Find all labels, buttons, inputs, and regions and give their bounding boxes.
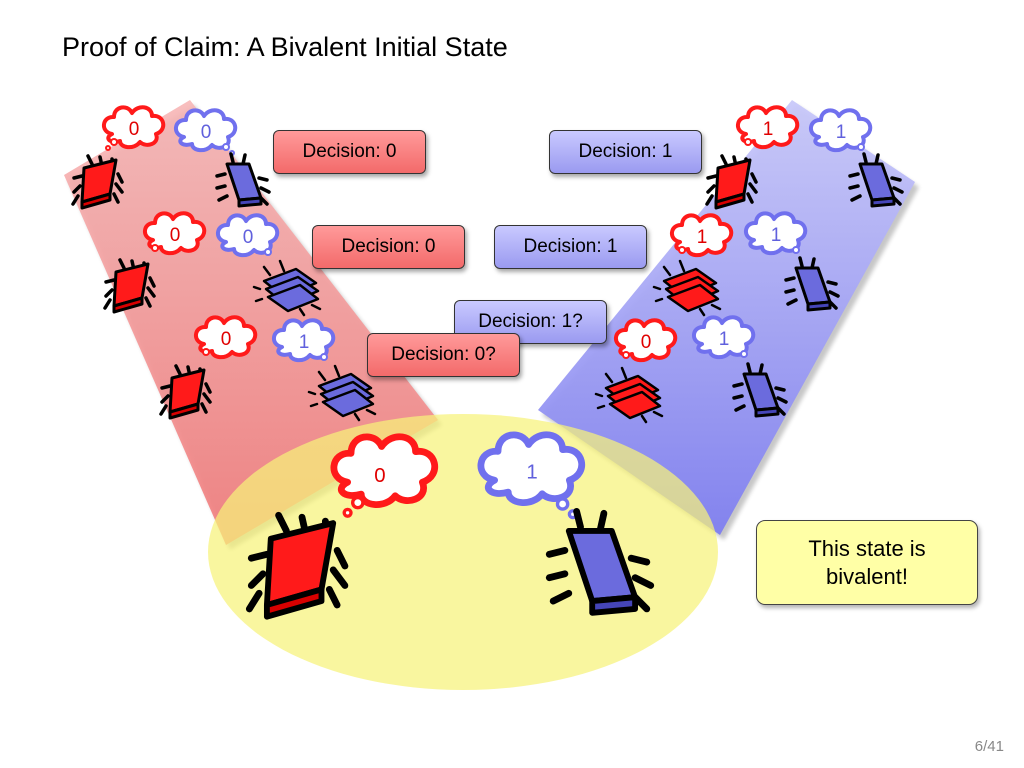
thought-bubble: 1 — [669, 213, 734, 258]
thought-value: 0 — [170, 225, 181, 246]
callout-line-2: bivalent! — [826, 563, 908, 589]
thought-value: 0 — [374, 465, 385, 487]
thought-bubble: 0 — [142, 211, 207, 256]
thought-bubble: 0 — [101, 105, 166, 151]
thought-value: 1 — [836, 122, 847, 143]
thought-bubble: 0 — [193, 315, 258, 360]
thought-value: 0 — [243, 227, 254, 248]
decision-box-left-1: Decision: 0 — [273, 130, 426, 174]
slide-title: Proof of Claim: A Bivalent Initial State — [62, 32, 508, 62]
decision-box-right-2: Decision: 1 — [494, 225, 647, 269]
thought-bubble: 1 — [691, 315, 756, 360]
thought-value: 1 — [697, 227, 708, 248]
thought-value: 0 — [201, 122, 212, 143]
thought-value: 1 — [763, 119, 774, 140]
page-number: 6/41 — [974, 738, 1004, 755]
decision-box-left-3: Decision: 0? — [367, 333, 520, 377]
bivalent-callout: This state is bivalent! — [756, 520, 978, 605]
thought-bubble: 1 — [735, 105, 800, 150]
initial-state-ellipse — [208, 414, 718, 690]
thought-value: 1 — [526, 462, 537, 484]
callout-line-1: This state is — [808, 535, 926, 561]
thought-value: 0 — [641, 332, 652, 353]
thought-value: 1 — [299, 332, 310, 353]
thought-value: 1 — [719, 329, 730, 350]
thought-bubble: 1 — [743, 211, 808, 256]
thought-value: 0 — [129, 119, 140, 140]
thought-bubble: 1 — [271, 318, 336, 363]
thought-bubble: 0 — [334, 437, 435, 518]
thought-value: 1 — [771, 225, 782, 246]
thought-bubble: 0 — [613, 318, 678, 363]
decision-box-left-2: Decision: 0 — [312, 225, 465, 269]
thought-value: 0 — [221, 329, 232, 350]
thought-bubble: 0 — [215, 213, 280, 258]
thought-bubble: 1 — [808, 108, 873, 153]
decision-box-right-1: Decision: 1 — [549, 130, 702, 174]
